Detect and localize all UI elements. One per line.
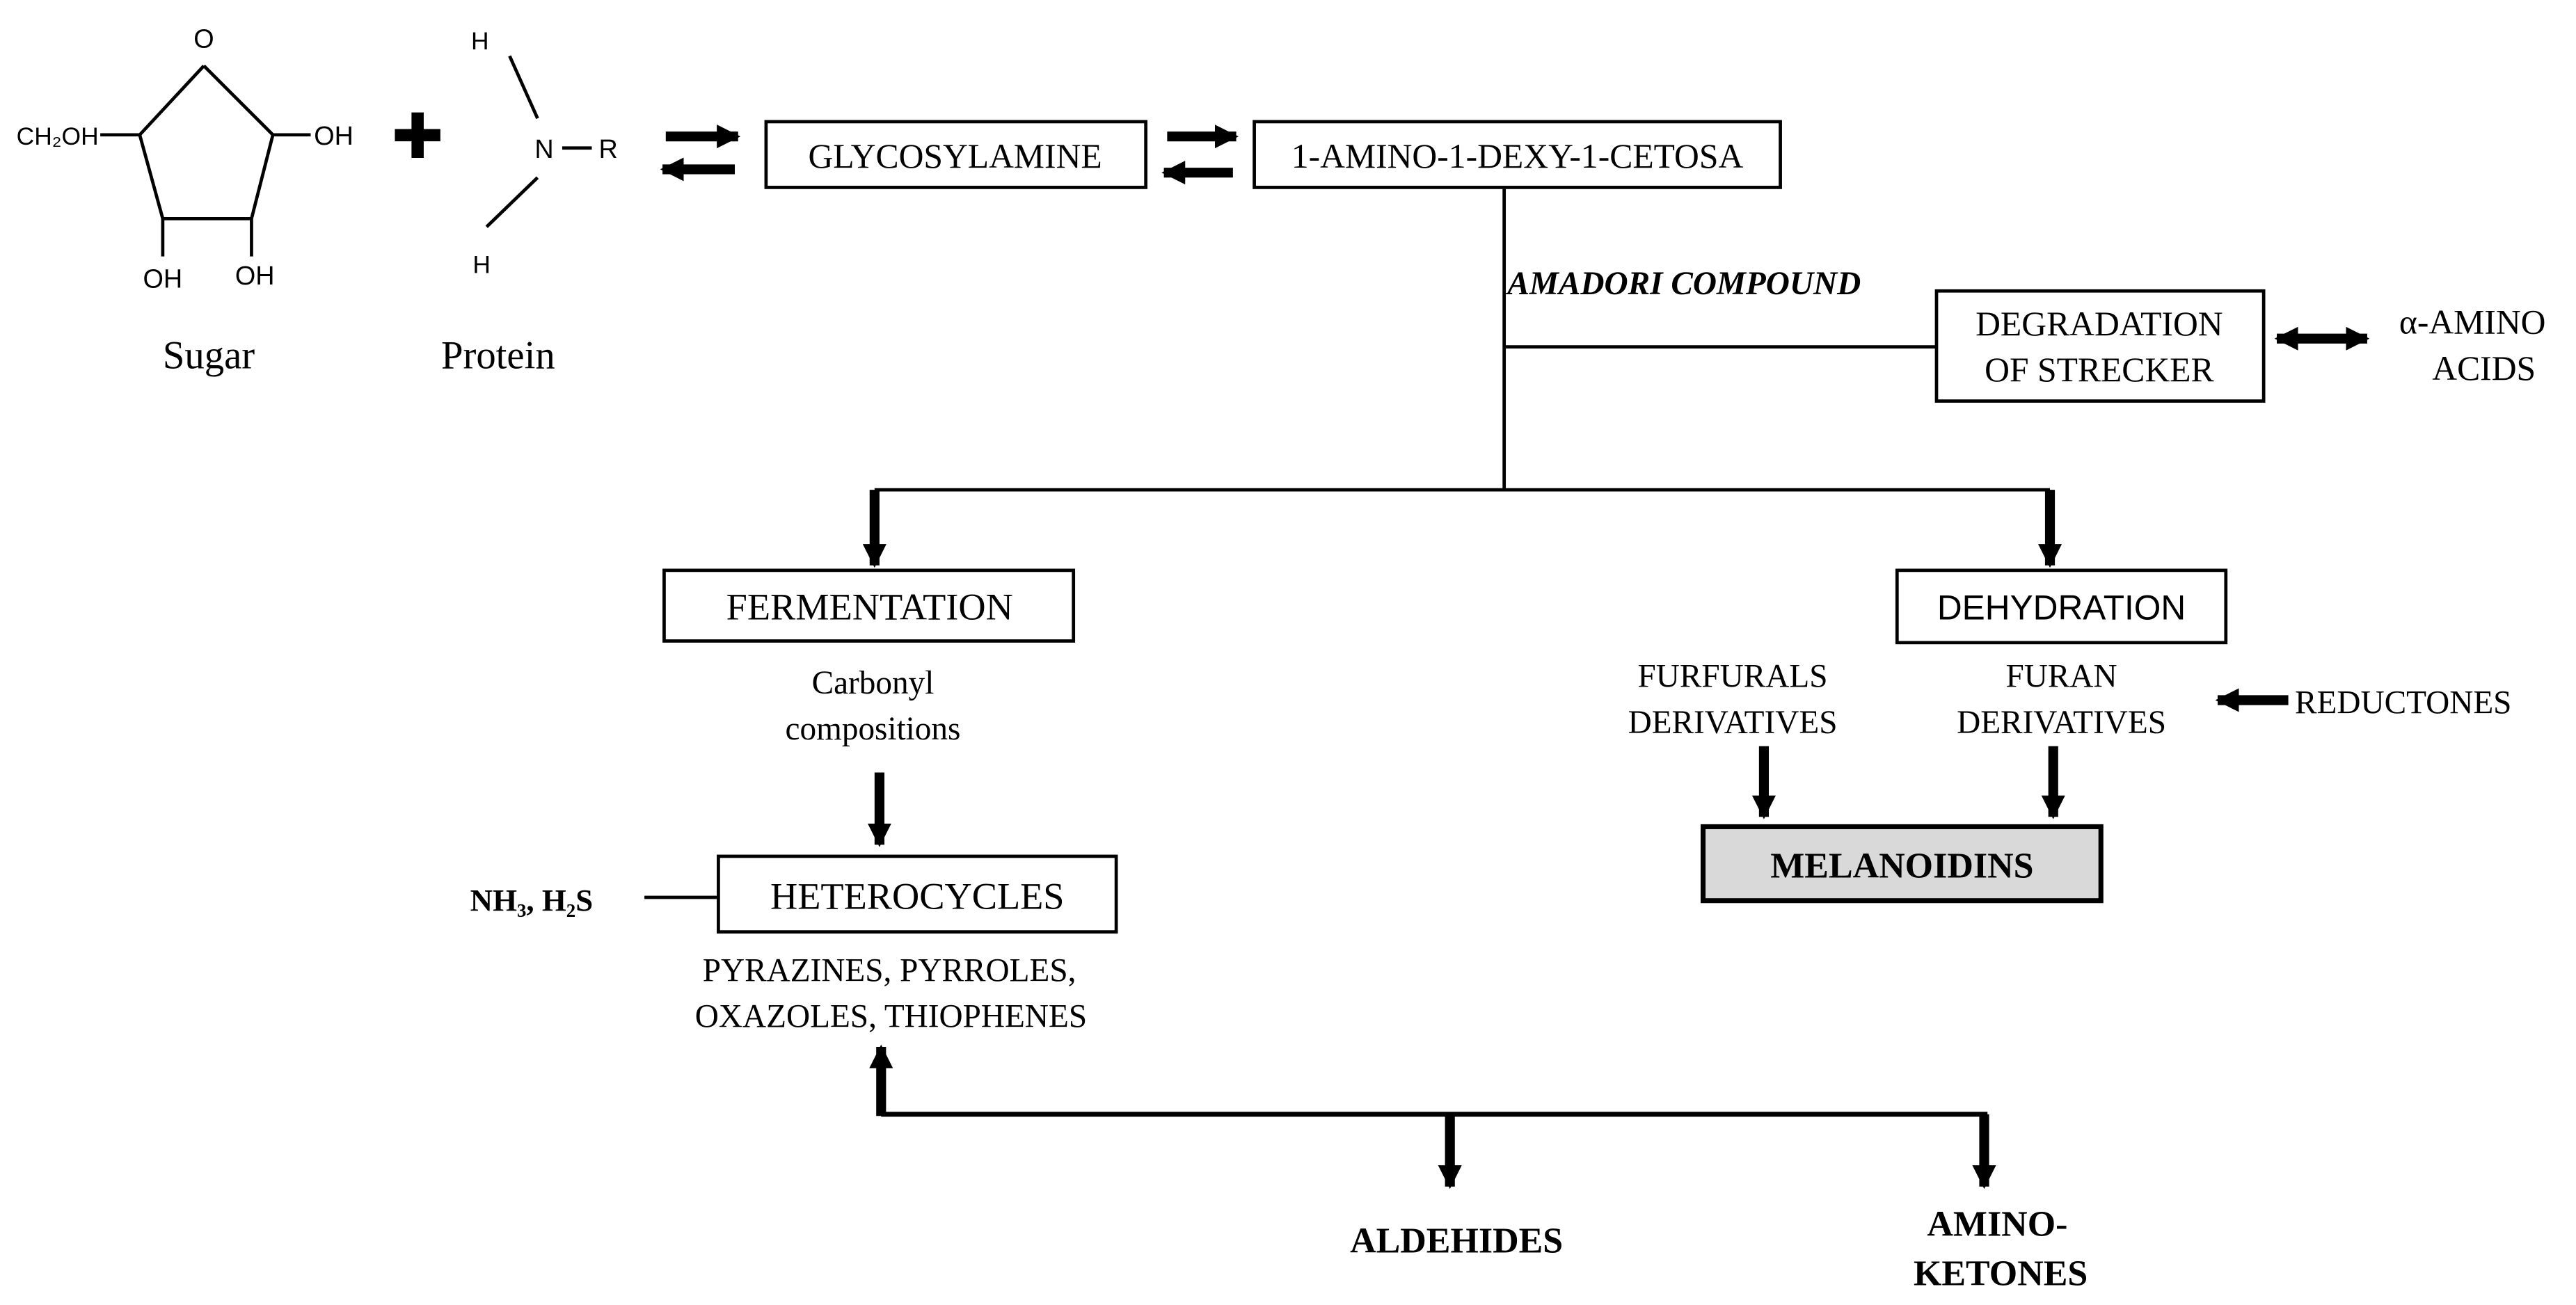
fermentation-label: FERMENTATION [726, 586, 1013, 628]
sugar-structure [100, 64, 311, 257]
amino-cetosa-box [1253, 120, 1782, 189]
equilibrium-arrows-2 [1161, 125, 1239, 185]
carbonyl-label-line1: Carbonyl [812, 665, 935, 701]
equilibrium-arrows-1 [660, 125, 741, 182]
glycosylamine-box [764, 120, 1148, 189]
heterocycles-label: HETEROCYCLES [770, 876, 1065, 918]
sugar-ring-oxygen: O [193, 25, 214, 54]
fermentation-box [662, 568, 1076, 643]
bottom-down-arrows [1438, 1114, 1996, 1190]
melanoidins-label: MELANOIDINS [1770, 847, 2033, 886]
sugar-oh-bottom-right: OH [235, 262, 275, 291]
nh3-h2s-label: NH₃, H₂S [470, 883, 594, 918]
furan-label-line1: FURAN [2005, 659, 2117, 695]
amadori-compound-label: AMADORI COMPOUND [1505, 266, 1861, 302]
sugar-oh-bottom-left: OH [143, 265, 183, 294]
protein-caption: Protein [441, 333, 555, 377]
dehydration-label: DEHYDRATION [1937, 589, 2186, 627]
degradation-strecker-line2: OF STRECKER [1985, 351, 2214, 389]
sugar-ch2oh-group: CH₂OH [17, 122, 99, 150]
amadori-connector-lines [874, 189, 2051, 492]
furan-label-line2: DERIVATIVES [1957, 705, 2166, 741]
protein-r-group: R [598, 135, 617, 164]
branch-down-arrows [862, 490, 2062, 568]
alpha-amino-label-line1: α-AMINO [2399, 303, 2546, 342]
amino-ketones-line1: AMINO- [1927, 1205, 2067, 1244]
amino-cetosa-label: 1-AMINO-1-DEXY-1-CETOSA [1291, 137, 1744, 175]
protein-nitrogen: N [534, 135, 553, 164]
dehydration-box [1895, 568, 2228, 645]
reductones-label: REDUCTONES [2295, 684, 2511, 721]
melanoidins-box [1700, 824, 2104, 904]
sugar-oh-right: OH [314, 122, 353, 151]
to-melanoidins-arrows [1751, 746, 2065, 819]
protein-structure [485, 55, 592, 228]
protein-h-bottom: H [472, 250, 491, 278]
protein-h-top: H [471, 27, 489, 55]
alpha-amino-label-line2: ACIDS [2432, 349, 2536, 387]
heterocycles-box [717, 854, 1118, 934]
sugar-caption: Sugar [163, 333, 255, 377]
plus-icon: ✚ [391, 102, 443, 172]
carbonyl-label-line2: compositions [786, 711, 961, 747]
degradation-strecker-box [1934, 289, 2266, 403]
heterocycle-types-line1: PYRAZINES, PYRROLES, [703, 952, 1076, 988]
furfurals-label-line2: DERIVATIVES [1628, 705, 1838, 741]
amino-ketones-line2: KETONES [1914, 1254, 2088, 1294]
degradation-strecker-line1: DEGRADATION [1975, 305, 2223, 343]
glycosylamine-label: GLYCOSYLAMINE [808, 137, 1102, 175]
heterocycle-types-line2: OXAZOLES, THIOPHENES [695, 999, 1087, 1035]
aldehides-label: ALDEHIDES [1350, 1221, 1563, 1260]
furfurals-label-line1: FURFURALS [1638, 659, 1828, 695]
